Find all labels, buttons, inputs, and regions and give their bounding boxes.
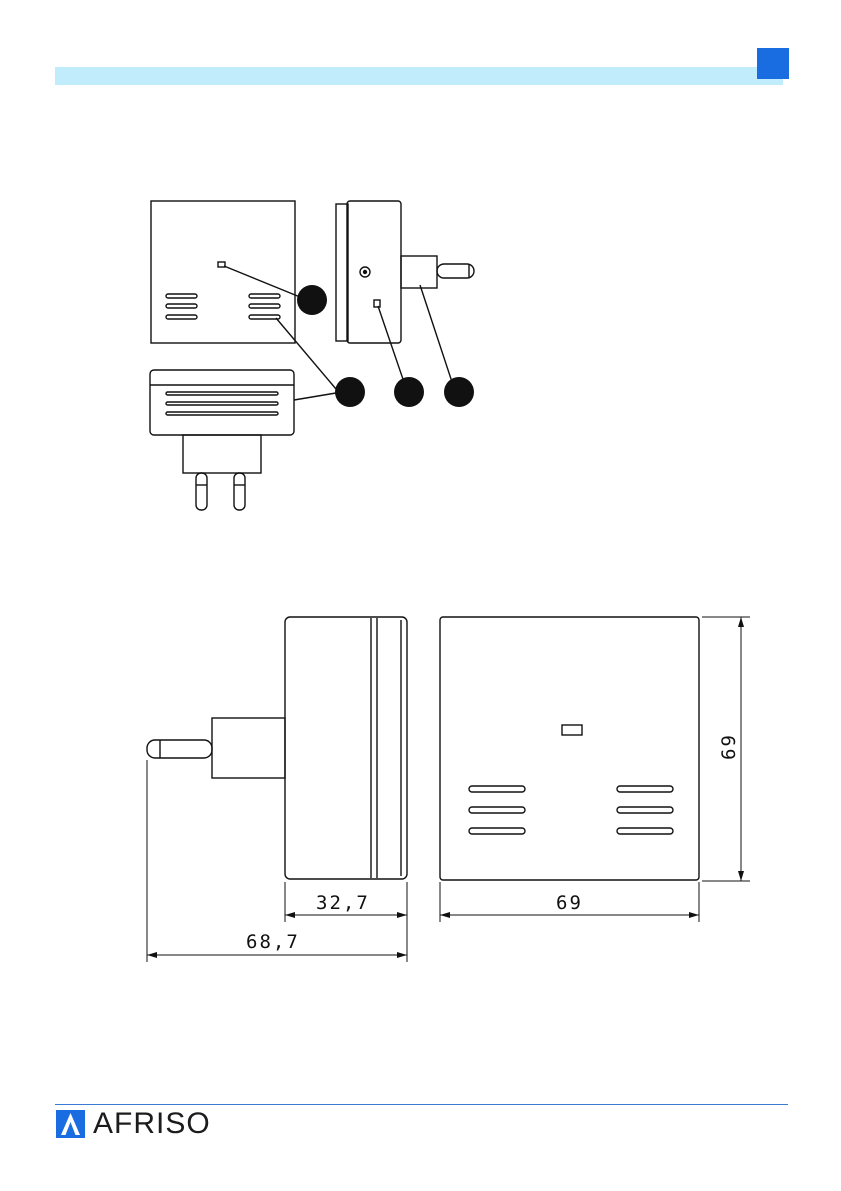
dimension-width: 69 xyxy=(556,892,583,914)
bottom-view-small xyxy=(150,370,294,510)
footer-divider xyxy=(55,1104,788,1105)
callout-markers xyxy=(297,285,474,407)
side-view-large xyxy=(147,617,407,879)
front-view-large xyxy=(440,617,699,880)
dimension-depth-body: 32,7 xyxy=(316,892,370,914)
side-view-small xyxy=(336,201,474,343)
afriso-logo-icon xyxy=(56,1110,85,1138)
brand-name: AFRISO xyxy=(93,1108,211,1140)
dimension-height: 69 xyxy=(718,733,740,760)
dimension-depth-total: 68,7 xyxy=(246,931,300,953)
front-view-small xyxy=(151,201,295,343)
